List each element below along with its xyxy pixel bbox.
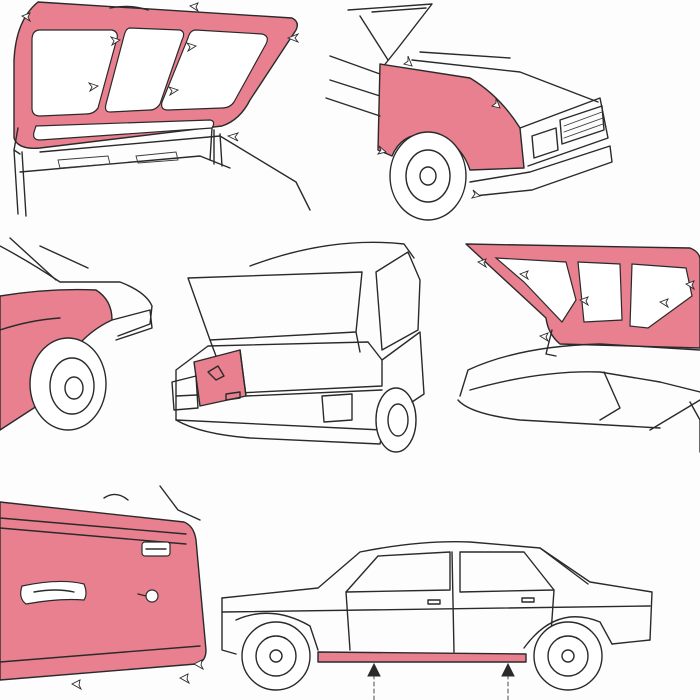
spray-arrow-icon [578, 296, 590, 307]
spray-arrow-icon [109, 36, 122, 47]
panel-door [0, 485, 207, 691]
spray-arrow-icon [193, 659, 205, 671]
rocker-panel [317, 651, 527, 663]
spray-arrow-icon [490, 97, 501, 109]
front-door-handle [427, 599, 441, 605]
sedan-rear-wheel [533, 621, 603, 691]
spray-arrow-icon [185, 42, 198, 53]
door-latch [141, 541, 171, 557]
panel-trunk-cavity [171, 241, 425, 453]
panel-rear-quarter [0, 237, 153, 431]
cowl-vent-left [57, 155, 111, 169]
spray-arrow-icon [226, 132, 240, 142]
spray-arrow-icon [71, 679, 83, 691]
grille [559, 105, 605, 145]
spray-arrow-icon [658, 298, 670, 309]
spray-arrow-icon [20, 12, 32, 23]
spray-arrow-icon [286, 32, 300, 44]
tail-light-right [321, 393, 353, 423]
spray-arrow-icon [402, 55, 413, 67]
hood-opening-middle [104, 27, 185, 113]
trunk-lid-opening-right [629, 263, 693, 329]
sedan-front-wheel [241, 621, 311, 691]
spray-arrow-icon [179, 673, 191, 685]
rear-wheel [29, 337, 107, 431]
spray-arrow-icon [684, 280, 696, 291]
hood-hinge-left [13, 127, 21, 155]
open-trunk-lid [187, 271, 363, 341]
window-crank [137, 589, 159, 603]
spray-nozzle-left [367, 662, 381, 700]
hood-front-slot [33, 119, 215, 141]
panel-front-fender [325, 3, 613, 221]
spray-arrow-icon [470, 189, 481, 199]
spray-arrow-icon [87, 82, 100, 93]
panel-hood-underside [13, 1, 311, 217]
front-wheel [389, 131, 467, 221]
open-hood [347, 3, 433, 69]
trunk-lid-opening-center [577, 261, 623, 323]
rear-window [459, 551, 555, 593]
hood-hinge-right [209, 127, 213, 161]
spray-arrow-icon [476, 258, 488, 269]
headlight [531, 127, 559, 159]
door-pull-handle [20, 580, 87, 605]
spray-arrow-icon [518, 270, 530, 281]
tail-light-left [171, 375, 199, 411]
panel-sedan-rocker [221, 541, 653, 700]
hood-opening-left [31, 29, 118, 117]
rear-door-handle [521, 597, 535, 603]
panel-trunk-lid [457, 243, 700, 453]
spray-arrow-icon [167, 86, 180, 97]
cowl-vent-right [135, 151, 179, 164]
spray-arrow-icon [538, 332, 550, 343]
front-window [345, 551, 451, 593]
spray-arrow-icon [188, 2, 200, 13]
trunk-rear-wheel [375, 387, 417, 453]
spray-arrow-icon [376, 145, 387, 155]
spray-nozzle-right [501, 662, 515, 700]
trunk-lid-opening-left [494, 257, 577, 323]
door-mirror [103, 493, 129, 501]
